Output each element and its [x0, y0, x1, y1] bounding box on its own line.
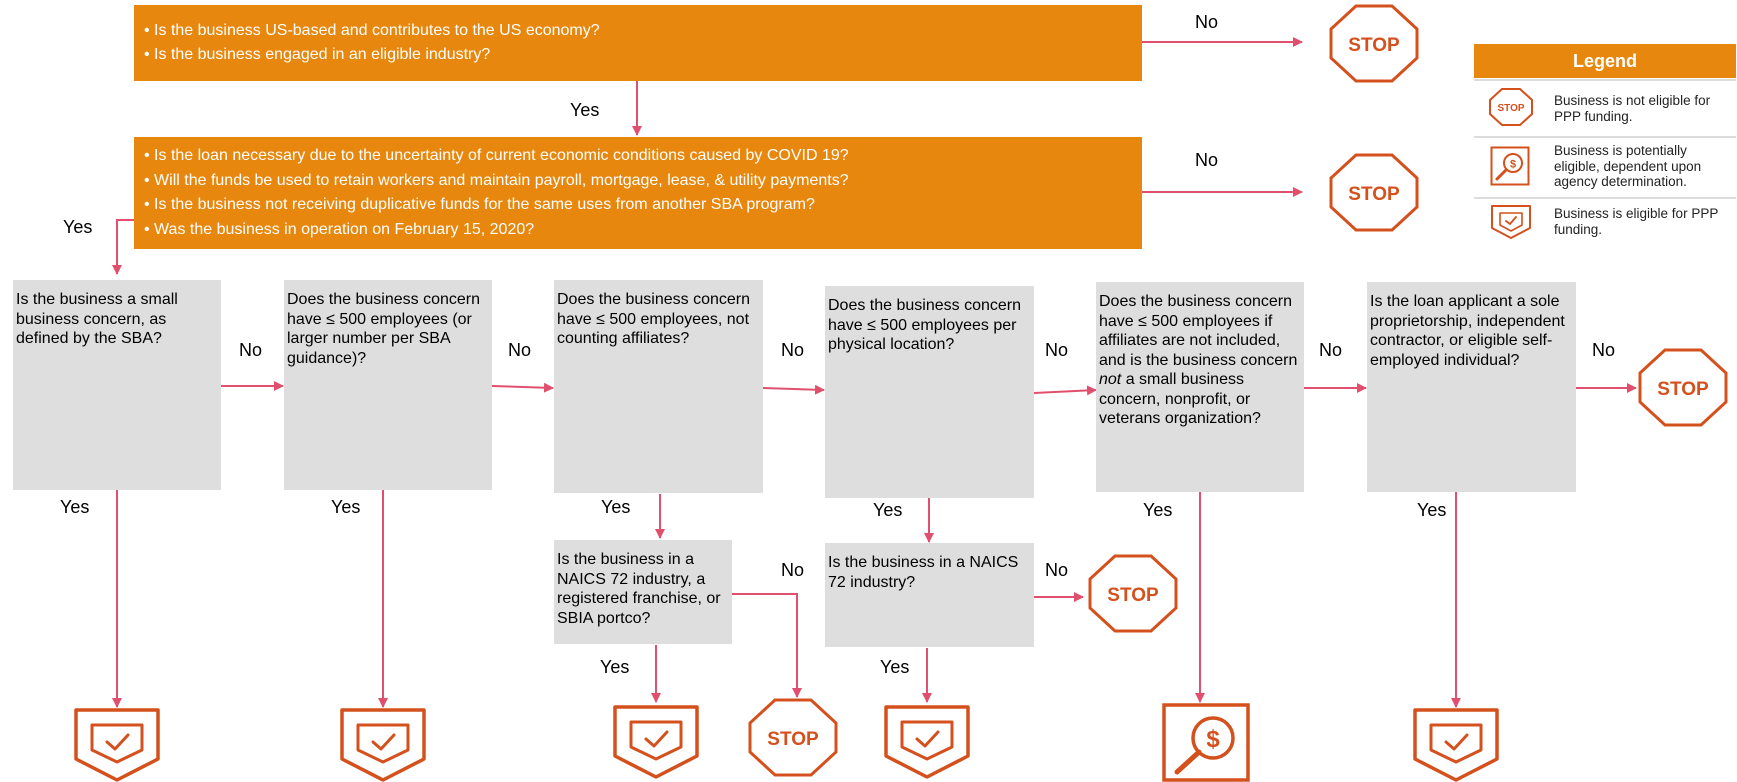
shield-check-icon — [1413, 708, 1499, 782]
label-no: No — [781, 340, 805, 360]
stop-text: STOP — [1497, 103, 1524, 114]
question-sole-proprietor: Is the loan applicant a sole proprietors… — [1367, 282, 1576, 492]
stop-icon: STOP — [1638, 348, 1728, 427]
banner-question: Is the business not receiving duplicativ… — [144, 193, 1132, 218]
legend-text-not-eligible: Business is not eligible for PPP funding… — [1554, 93, 1711, 124]
label-yes: Yes — [60, 497, 90, 517]
stop-text: STOP — [1348, 35, 1400, 56]
stop-icon: STOP — [1489, 88, 1533, 126]
question-naics: Is the business in a NAICS 72 industry? — [825, 543, 1034, 647]
legend-title: Legend — [1474, 44, 1736, 78]
arrow-mid-yes — [112, 219, 134, 275]
label-no: No — [1592, 340, 1616, 360]
label-no: No — [508, 340, 532, 360]
question-emphasis: not — [1099, 371, 1122, 388]
dollar-text: $ — [1206, 726, 1220, 753]
label-yes: Yes — [570, 100, 600, 120]
stop-text: STOP — [1348, 184, 1400, 205]
stop-icon: STOP — [1329, 4, 1419, 83]
shield-check-icon — [613, 705, 699, 779]
legend-divider — [1474, 79, 1736, 81]
label-no: No — [1195, 150, 1219, 170]
arrow-box2-no — [491, 382, 554, 393]
banner-question: Is the loan necessary due to the uncerta… — [144, 144, 1132, 169]
question-affiliates-excluded: Does the business concern have ≤ 500 emp… — [1096, 282, 1304, 492]
question-text: a small business concern, nonprofit, or … — [1099, 371, 1261, 427]
arrow-naics1-no — [732, 593, 802, 698]
stop-text: STOP — [767, 729, 819, 750]
legend: Legend STOP Business is not eligible for… — [1474, 44, 1736, 250]
label-no: No — [239, 340, 263, 360]
shield-check-icon — [74, 708, 160, 782]
banner-question: Was the business in operation on Februar… — [144, 218, 1132, 243]
label-yes: Yes — [331, 497, 361, 517]
label-yes: Yes — [880, 657, 910, 677]
shield-check-icon — [340, 708, 426, 782]
label-yes: Yes — [600, 657, 630, 677]
question-naics-franchise: Is the business in a NAICS 72 industry, … — [554, 540, 732, 644]
stop-icon: STOP — [748, 698, 838, 777]
label-no: No — [1195, 12, 1219, 32]
label-yes: Yes — [1143, 500, 1173, 520]
label-yes: Yes — [873, 500, 903, 520]
label-no: No — [1319, 340, 1343, 360]
label-no: No — [1045, 340, 1069, 360]
banner-question: Will the funds be used to retain workers… — [144, 169, 1132, 194]
stop-icon: STOP — [1329, 153, 1419, 232]
label-yes: Yes — [601, 497, 631, 517]
question-text: Does the business concern have ≤ 500 emp… — [1099, 293, 1298, 369]
shield-check-icon — [1491, 205, 1531, 239]
banner-question: Is the business US-based and contributes… — [144, 19, 1132, 44]
label-no: No — [781, 560, 805, 580]
legend-text-potentially-eligible: Business is potentially eligible, depend… — [1554, 143, 1702, 189]
eligibility-banner-top: Is the business US-based and contributes… — [134, 5, 1142, 81]
shield-check-icon — [884, 705, 970, 779]
stop-icon: STOP — [1088, 554, 1178, 633]
question-per-location: Does the business concern have ≤ 500 emp… — [825, 286, 1034, 498]
question-small-business: Is the business a small business concern… — [13, 280, 221, 490]
legend-divider — [1474, 136, 1736, 138]
eligibility-banner-mid: Is the loan necessary due to the uncerta… — [134, 137, 1142, 249]
label-yes: Yes — [1417, 500, 1447, 520]
magnifier-dollar-icon: $ — [1490, 146, 1530, 186]
stop-text: STOP — [1107, 585, 1159, 606]
arrow-box3-no — [762, 384, 825, 395]
question-no-affiliates: Does the business concern have ≤ 500 emp… — [554, 280, 763, 493]
label-yes: Yes — [63, 217, 93, 237]
arrow-box4-no — [1033, 385, 1097, 396]
legend-divider — [1474, 197, 1736, 199]
label-no: No — [1045, 560, 1069, 580]
stop-text: STOP — [1657, 379, 1709, 400]
dollar-text: $ — [1510, 159, 1516, 171]
question-500-employees: Does the business concern have ≤ 500 emp… — [284, 280, 492, 490]
banner-question: Is the business engaged in an eligible i… — [144, 43, 1132, 68]
legend-text-eligible: Business is eligible for PPP funding. — [1554, 206, 1719, 237]
magnifier-dollar-icon: $ — [1162, 703, 1250, 782]
